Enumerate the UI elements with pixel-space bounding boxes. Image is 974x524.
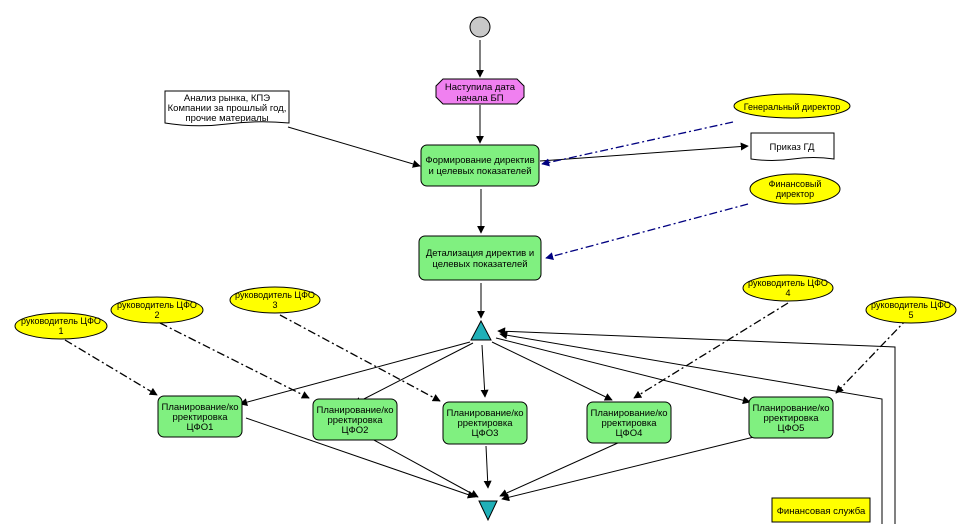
function-detail-directives-line-1: Детализация директив и	[426, 248, 534, 259]
role-head-cfo1-line-2: 1	[58, 326, 63, 336]
arrow-input-doc-to-form	[287, 126, 421, 168]
role-head-cfo1-line-1: руководитель ЦФО	[21, 316, 101, 326]
function-form-directives-line-2: и целевых показателей	[428, 166, 531, 177]
function-form-directives[interactable]: Формирование директив и целевых показате…	[420, 144, 540, 187]
arrow-cfo5-to-merge	[501, 435, 759, 502]
role-financial-director-line-1: Финансовый	[769, 179, 822, 189]
function-form-directives-line-1: Формирование директив	[425, 155, 534, 166]
role-head-cfo3[interactable]: руководитель ЦФО 3	[229, 286, 321, 314]
function-detail-directives[interactable]: Детализация директив и целевых показател…	[418, 235, 542, 281]
event-start-bp[interactable]: Наступила дата начала БП	[435, 78, 525, 105]
start-circle[interactable]	[469, 16, 491, 38]
arrow-connector-to-cfo5	[495, 337, 751, 405]
input-document-line-2: Компании за прошлый год,	[168, 103, 287, 114]
output-document-order-label: Приказ ГД	[770, 142, 815, 153]
input-document[interactable]: Анализ рынка, КПЭ Компании за прошлый го…	[164, 90, 290, 127]
function-plan-cfo3-line-1: Планирование/ко	[446, 408, 523, 419]
arrow-connector-to-cfo3	[480, 344, 489, 398]
input-document-line-1: Анализ рынка, КПЭ	[184, 93, 270, 104]
role-general-director[interactable]: Генеральный директор	[733, 93, 851, 119]
arrow-connector-to-cfo1	[239, 341, 471, 406]
control-head3-to-cfo3	[279, 314, 441, 402]
function-plan-cfo2-line-3: ЦФО2	[342, 425, 369, 436]
function-plan-cfo4-line-2: рректировка	[601, 418, 657, 429]
function-plan-cfo2-line-1: Планирование/ко	[316, 405, 393, 416]
control-fd-to-detail	[545, 203, 749, 261]
control-connections	[64, 121, 909, 402]
function-plan-cfo4[interactable]: Планирование/ко рректировка ЦФО4	[586, 401, 672, 444]
arrow-cfo2-to-merge	[371, 438, 479, 498]
function-plan-cfo3-line-2: рректировка	[457, 418, 513, 429]
role-head-cfo5[interactable]: руководитель ЦФО 5	[865, 296, 957, 324]
role-financial-director-line-2: директор	[776, 189, 814, 199]
control-head5-to-cfo5	[835, 317, 909, 394]
function-plan-cfo1-line-2: рректировка	[172, 412, 228, 423]
role-head-cfo4-line-2: 4	[785, 288, 790, 298]
function-plan-cfo5[interactable]: Планирование/ко рректировка ЦФО5	[748, 396, 834, 439]
function-plan-cfo3[interactable]: Планирование/ко рректировка ЦФО3	[442, 401, 528, 445]
role-head-cfo2-line-2: 2	[154, 310, 159, 320]
role-head-cfo3-line-2: 3	[272, 300, 277, 310]
role-head-cfo3-line-1: руководитель ЦФО	[235, 290, 315, 300]
control-head4-to-cfo4	[633, 302, 789, 399]
arrow-cfo1-to-merge	[245, 417, 476, 499]
control-head2-to-cfo2	[159, 322, 310, 399]
function-plan-cfo1[interactable]: Планирование/ко рректировка ЦФО1	[157, 395, 243, 438]
arrow-form-to-order	[539, 142, 749, 162]
input-document-line-3: прочие материалы	[185, 113, 268, 124]
function-plan-cfo4-line-3: ЦФО4	[616, 428, 643, 439]
event-start-bp-line-1: Наступила дата	[445, 82, 516, 93]
output-document-order[interactable]: Приказ ГД	[750, 132, 835, 161]
arrow-connector-to-cfo2	[353, 342, 474, 405]
role-head-cfo4-line-1: руководитель ЦФО	[748, 278, 828, 288]
role-head-cfo5-line-2: 5	[908, 310, 913, 320]
function-plan-cfo5-line-2: рректировка	[763, 413, 819, 424]
control-head1-to-cfo1	[64, 339, 158, 396]
role-head-cfo1[interactable]: руководитель ЦФО 1	[14, 312, 108, 340]
org-unit-finance-service[interactable]: Финансовая служба	[771, 497, 871, 523]
function-plan-cfo2-line-2: рректировка	[327, 415, 383, 426]
role-head-cfo4[interactable]: руководитель ЦФО 4	[742, 274, 834, 302]
arrow-cfo4-to-merge	[499, 441, 621, 497]
merge-connector-triangle[interactable]	[478, 500, 498, 522]
role-head-cfo5-line-1: руководитель ЦФО	[871, 300, 951, 310]
function-plan-cfo4-line-1: Планирование/ко	[590, 408, 667, 419]
role-head-cfo2[interactable]: руководитель ЦФО 2	[110, 296, 204, 324]
function-detail-directives-line-2: целевых показателей	[432, 259, 527, 270]
function-plan-cfo2[interactable]: Планирование/ко рректировка ЦФО2	[312, 398, 398, 441]
function-plan-cfo5-line-1: Планирование/ко	[752, 403, 829, 414]
function-plan-cfo1-line-3: ЦФО1	[187, 422, 214, 433]
org-unit-finance-service-label: Финансовая служба	[777, 506, 866, 517]
event-start-bp-line-2: начала БП	[456, 93, 503, 104]
arrow-cfo3-to-merge	[483, 445, 492, 489]
role-head-cfo2-line-1: руководитель ЦФО	[117, 300, 197, 310]
role-financial-director[interactable]: Финансовый директор	[749, 173, 841, 205]
function-plan-cfo3-line-3: ЦФО3	[472, 428, 499, 439]
role-general-director-label: Генеральный директор	[744, 102, 841, 112]
feedback-line-2	[499, 331, 883, 524]
function-plan-cfo5-line-3: ЦФО5	[778, 423, 805, 434]
connections	[239, 40, 896, 524]
arrow-connector-to-cfo4	[491, 341, 613, 401]
split-connector-triangle[interactable]	[470, 319, 492, 341]
control-gd-to-form	[541, 121, 734, 167]
function-plan-cfo1-line-1: Планирование/ко	[161, 402, 238, 413]
feedback-line-1	[497, 327, 896, 524]
